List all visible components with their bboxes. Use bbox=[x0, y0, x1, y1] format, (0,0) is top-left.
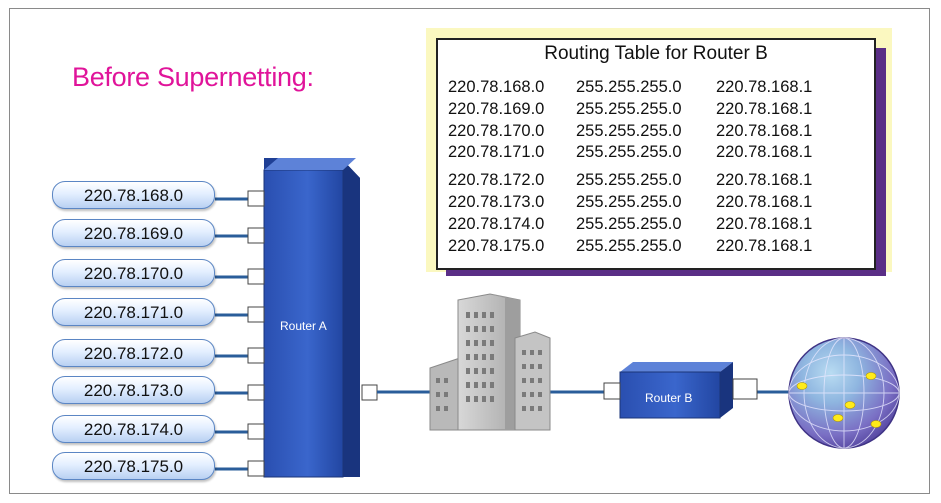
table-cell-network: 220.78.173.0 bbox=[448, 193, 545, 211]
network-pill: 220.78.170.0 bbox=[52, 259, 215, 287]
router-a bbox=[263, 158, 360, 478]
table-cell-mask: 255.255.255.0 bbox=[576, 237, 682, 255]
network-pill: 220.78.172.0 bbox=[52, 339, 215, 367]
router-a-ports bbox=[247, 190, 378, 477]
network-pill: 220.78.169.0 bbox=[52, 219, 215, 247]
table-cell-network: 220.78.171.0 bbox=[448, 143, 545, 161]
table-cell-mask: 255.255.255.0 bbox=[576, 78, 682, 96]
table-cell-mask: 255.255.255.0 bbox=[576, 100, 682, 118]
router-b bbox=[619, 362, 733, 419]
table-cell-mask: 255.255.255.0 bbox=[576, 122, 682, 140]
network-pill: 220.78.173.0 bbox=[52, 376, 215, 404]
globe-icon bbox=[788, 337, 900, 449]
table-cell-next-hop: 220.78.168.1 bbox=[716, 171, 813, 189]
slide-heading: Before Supernetting: bbox=[72, 62, 314, 92]
table-cell-next-hop: 220.78.168.1 bbox=[716, 193, 813, 211]
table-cell-next-hop: 220.78.168.1 bbox=[716, 143, 813, 161]
router-a-label: Router A bbox=[280, 319, 327, 333]
table-cell-network: 220.78.172.0 bbox=[448, 171, 545, 189]
table-cell-network: 220.78.170.0 bbox=[448, 122, 545, 140]
network-links bbox=[215, 197, 250, 471]
table-cell-next-hop: 220.78.168.1 bbox=[716, 237, 813, 255]
table-cell-next-hop: 220.78.168.1 bbox=[716, 100, 813, 118]
table-cell-mask: 255.255.255.0 bbox=[576, 143, 682, 161]
table-cell-next-hop: 220.78.168.1 bbox=[716, 122, 813, 140]
table-cell-next-hop: 220.78.168.1 bbox=[716, 215, 813, 233]
table-cell-network: 220.78.168.0 bbox=[448, 78, 545, 96]
table-cell-mask: 255.255.255.0 bbox=[576, 171, 682, 189]
table-cell-network: 220.78.174.0 bbox=[448, 215, 545, 233]
building-icon bbox=[429, 293, 551, 431]
routing-table-title: Routing Table for Router B bbox=[544, 43, 768, 64]
router-b-label: Router B bbox=[645, 391, 693, 405]
router-b-ports bbox=[603, 378, 758, 400]
table-cell-next-hop: 220.78.168.1 bbox=[716, 78, 813, 96]
network-pill: 220.78.175.0 bbox=[52, 452, 215, 480]
table-cell-mask: 255.255.255.0 bbox=[576, 215, 682, 233]
network-pill: 220.78.168.0 bbox=[52, 181, 215, 209]
routing-table: Routing Table for Router B 220.78.168.0 … bbox=[436, 38, 876, 270]
network-pill: 220.78.174.0 bbox=[52, 415, 215, 443]
table-cell-network: 220.78.175.0 bbox=[448, 237, 545, 255]
network-pill: 220.78.171.0 bbox=[52, 298, 215, 326]
table-cell-network: 220.78.169.0 bbox=[448, 100, 545, 118]
table-cell-mask: 255.255.255.0 bbox=[576, 193, 682, 211]
